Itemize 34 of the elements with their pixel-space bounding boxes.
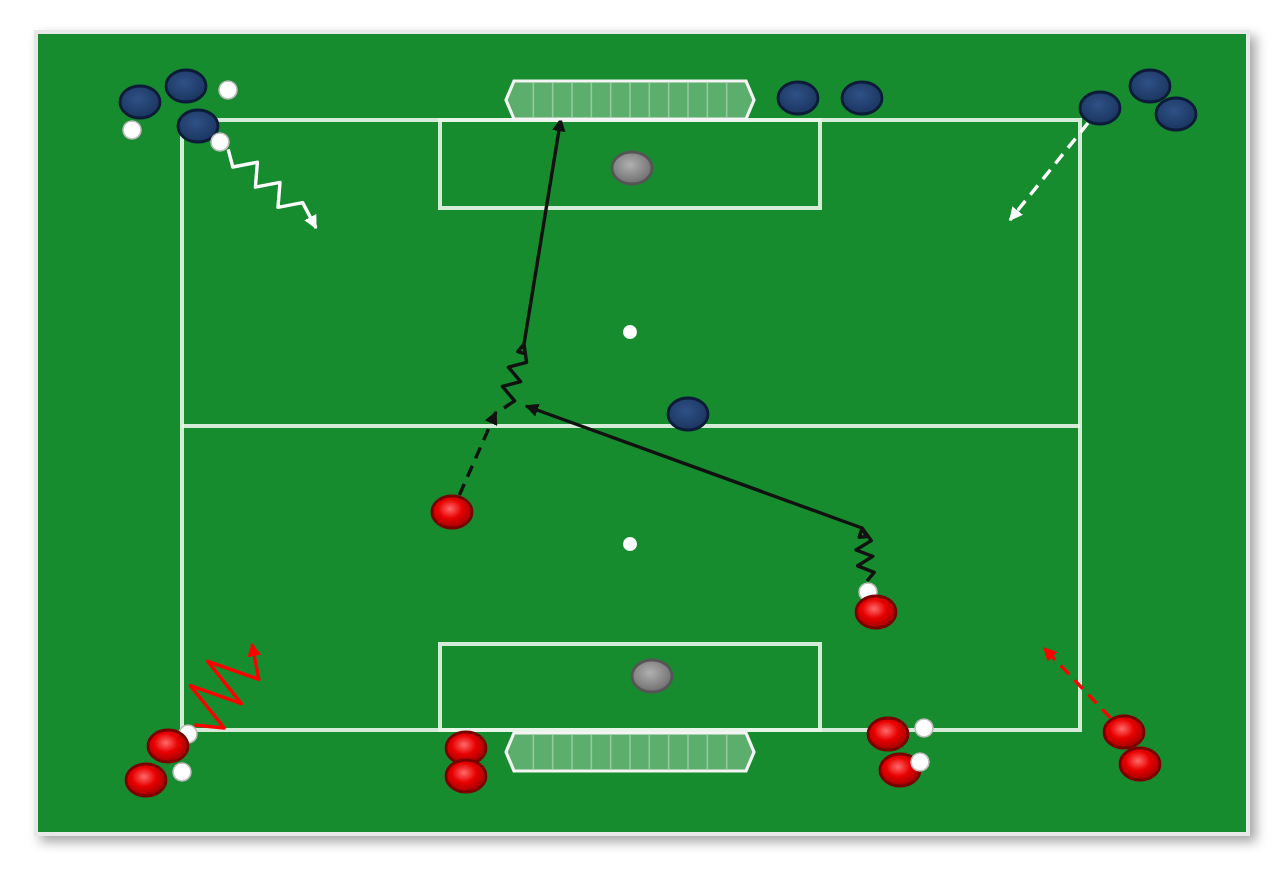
player-marker	[878, 752, 922, 788]
player-marker	[118, 84, 162, 120]
player-marker	[176, 108, 220, 144]
dashed-arrow	[457, 410, 498, 496]
player-marker	[630, 658, 674, 694]
zigzag-arrow	[226, 148, 318, 230]
player-marker	[776, 80, 820, 116]
ball-marker	[914, 718, 934, 738]
player-marker	[430, 494, 474, 530]
player-marker	[1118, 746, 1162, 782]
player-marker	[1102, 714, 1146, 750]
player-marker	[666, 396, 710, 432]
zigzag-arrow	[524, 403, 876, 583]
player-marker	[840, 80, 884, 116]
player-marker	[1078, 90, 1122, 126]
player-marker	[1128, 68, 1172, 104]
ball-marker	[122, 120, 142, 140]
player-marker	[1154, 96, 1198, 132]
ball-marker	[172, 762, 192, 782]
player-marker	[444, 758, 488, 794]
player-marker	[146, 728, 190, 764]
ball-marker	[910, 752, 930, 772]
ball-marker	[218, 80, 238, 100]
player-marker	[124, 762, 168, 798]
zigzag-arrow	[500, 117, 566, 410]
player-marker	[610, 150, 654, 186]
ball-marker	[210, 132, 230, 152]
dashed-arrow	[1042, 646, 1112, 719]
player-marker	[164, 68, 208, 104]
zigzag-arrow	[188, 642, 261, 730]
goal-net	[504, 79, 756, 121]
player-marker	[866, 716, 910, 752]
player-marker	[854, 594, 898, 630]
goal-net	[504, 731, 756, 773]
